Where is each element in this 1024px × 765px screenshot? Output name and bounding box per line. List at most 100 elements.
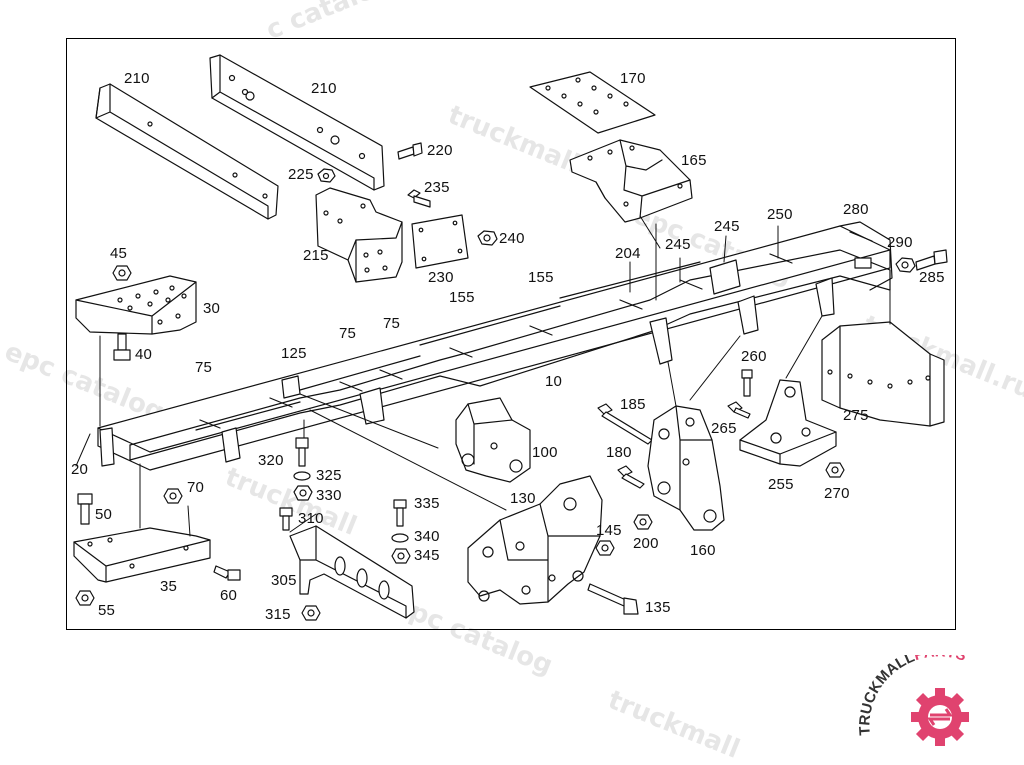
part-label-280: 280 xyxy=(843,201,869,218)
part-label-170: 170 xyxy=(620,70,646,87)
part-label-75: 75 xyxy=(195,359,213,376)
part-label-275: 275 xyxy=(843,407,869,424)
part-label-265: 265 xyxy=(711,420,737,437)
part-label-335: 335 xyxy=(414,495,440,512)
part-label-155: 155 xyxy=(449,289,475,306)
part-30-bracket[interactable] xyxy=(75,275,197,335)
part-label-210: 210 xyxy=(124,70,150,87)
part-35-bracket[interactable] xyxy=(73,527,211,583)
part-label-130: 130 xyxy=(510,490,536,507)
part-label-270: 270 xyxy=(824,485,850,502)
bolt-310[interactable] xyxy=(279,507,293,531)
part-label-60: 60 xyxy=(220,587,238,604)
part-label-185: 185 xyxy=(620,396,646,413)
brand-name-part2: PARTS xyxy=(912,655,968,665)
part-label-230: 230 xyxy=(428,269,454,286)
part-10-main-frame[interactable] xyxy=(97,221,893,471)
nut-240[interactable] xyxy=(477,230,498,246)
part-label-210: 210 xyxy=(311,80,337,97)
part-305-bracket[interactable] xyxy=(289,525,415,619)
part-170-pad[interactable] xyxy=(529,71,656,134)
leader-lines xyxy=(75,215,891,537)
part-label-260: 260 xyxy=(741,348,767,365)
part-label-100: 100 xyxy=(532,444,558,461)
nut-290[interactable] xyxy=(895,257,916,273)
washer-340[interactable] xyxy=(391,533,409,543)
brand-name-part1: TRUCKMALL xyxy=(858,655,917,736)
part-label-340: 340 xyxy=(414,528,440,545)
nut-330[interactable] xyxy=(293,485,313,501)
bolt-320[interactable] xyxy=(295,437,309,467)
part-label-55: 55 xyxy=(98,602,116,619)
nut-200[interactable] xyxy=(633,514,653,530)
bolt-335[interactable] xyxy=(393,499,407,527)
bolt-285[interactable] xyxy=(915,249,948,271)
washer-325[interactable] xyxy=(293,471,311,481)
bolt-60[interactable] xyxy=(213,565,241,581)
part-label-245: 245 xyxy=(714,218,740,235)
part-label-75: 75 xyxy=(339,325,357,342)
part-label-160: 160 xyxy=(690,542,716,559)
part-label-245: 245 xyxy=(665,236,691,253)
part-160-bracket[interactable] xyxy=(647,405,725,531)
nut-270[interactable] xyxy=(825,462,845,478)
part-label-225: 225 xyxy=(288,166,314,183)
part-label-240: 240 xyxy=(499,230,525,247)
bolt-180[interactable] xyxy=(617,465,645,489)
part-label-40: 40 xyxy=(135,346,153,363)
part-275-cover[interactable] xyxy=(821,321,945,427)
bolt-135[interactable] xyxy=(587,583,639,615)
part-label-20: 20 xyxy=(71,461,89,478)
part-label-200: 200 xyxy=(633,535,659,552)
part-165-support[interactable] xyxy=(569,139,693,223)
part-label-255: 255 xyxy=(768,476,794,493)
part-210-left-rail[interactable] xyxy=(95,83,279,220)
nut-70[interactable] xyxy=(163,488,183,504)
part-label-10: 10 xyxy=(545,373,563,390)
part-label-290: 290 xyxy=(887,234,913,251)
part-label-125: 125 xyxy=(281,345,307,362)
part-label-30: 30 xyxy=(203,300,221,317)
part-label-145: 145 xyxy=(596,522,622,539)
part-label-220: 220 xyxy=(427,142,453,159)
part-130-bracket[interactable] xyxy=(467,475,603,605)
bolt-50[interactable] xyxy=(77,493,93,525)
part-label-310: 310 xyxy=(298,510,324,527)
bolt-265[interactable] xyxy=(727,401,751,419)
part-215-bracket[interactable] xyxy=(315,187,403,283)
part-label-75: 75 xyxy=(383,315,401,332)
brand-logo: TRUCKMALLPARTS xyxy=(858,655,969,746)
part-100-bracket[interactable] xyxy=(455,397,531,483)
part-230-plate[interactable] xyxy=(411,214,469,269)
part-255-hanger[interactable] xyxy=(739,379,837,467)
nut-55[interactable] xyxy=(75,590,95,606)
part-label-155: 155 xyxy=(528,269,554,286)
bolt-40[interactable] xyxy=(113,333,131,361)
part-label-315: 315 xyxy=(265,606,291,623)
part-label-70: 70 xyxy=(187,479,205,496)
nut-145[interactable] xyxy=(595,540,615,556)
part-label-235: 235 xyxy=(424,179,450,196)
nut-345[interactable] xyxy=(391,548,411,564)
bolt-260[interactable] xyxy=(741,369,753,397)
gear-logo-icon xyxy=(911,688,969,746)
part-label-215: 215 xyxy=(303,247,329,264)
part-210-right-plate[interactable] xyxy=(209,54,385,191)
nut-315[interactable] xyxy=(301,605,321,621)
part-label-305: 305 xyxy=(271,572,297,589)
part-label-50: 50 xyxy=(95,506,113,523)
nut-45[interactable] xyxy=(112,265,132,281)
nut-225[interactable] xyxy=(317,168,336,183)
diagram-frame xyxy=(66,38,956,630)
part-label-180: 180 xyxy=(606,444,632,461)
part-label-135: 135 xyxy=(645,599,671,616)
part-label-285: 285 xyxy=(919,269,945,286)
part-label-330: 330 xyxy=(316,487,342,504)
part-label-204: 204 xyxy=(615,245,641,262)
bolt-235[interactable] xyxy=(407,189,431,208)
bolt-185[interactable] xyxy=(597,403,653,445)
bolt-220[interactable] xyxy=(397,142,423,160)
part-label-45: 45 xyxy=(110,245,128,262)
part-label-250: 250 xyxy=(767,206,793,223)
